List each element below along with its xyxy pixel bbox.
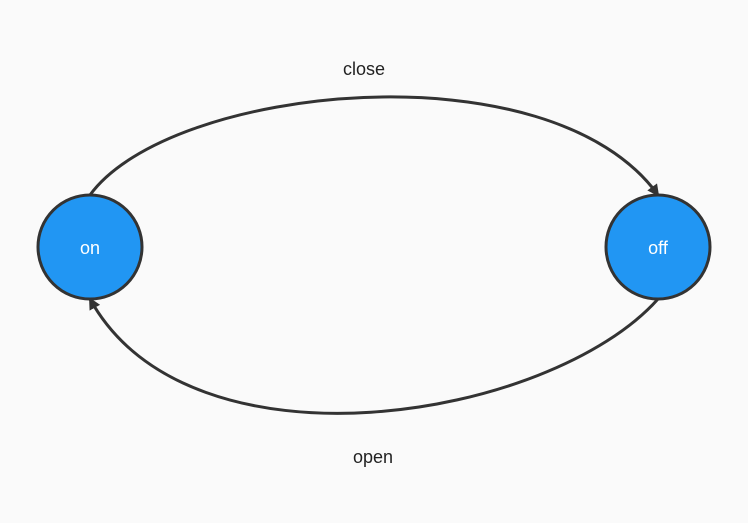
node-on: on: [36, 193, 144, 301]
edge-open-arrow: [88, 297, 660, 415]
edge-label-close: close: [343, 59, 385, 79]
edge-close-arrow: [88, 95, 660, 197]
node-on-label: on: [80, 238, 100, 258]
node-off-circle: [604, 193, 712, 301]
node-on-circle: [36, 193, 144, 301]
edge-label-open: open: [353, 447, 393, 467]
node-off-label: off: [648, 238, 669, 258]
node-off: off: [604, 193, 712, 301]
